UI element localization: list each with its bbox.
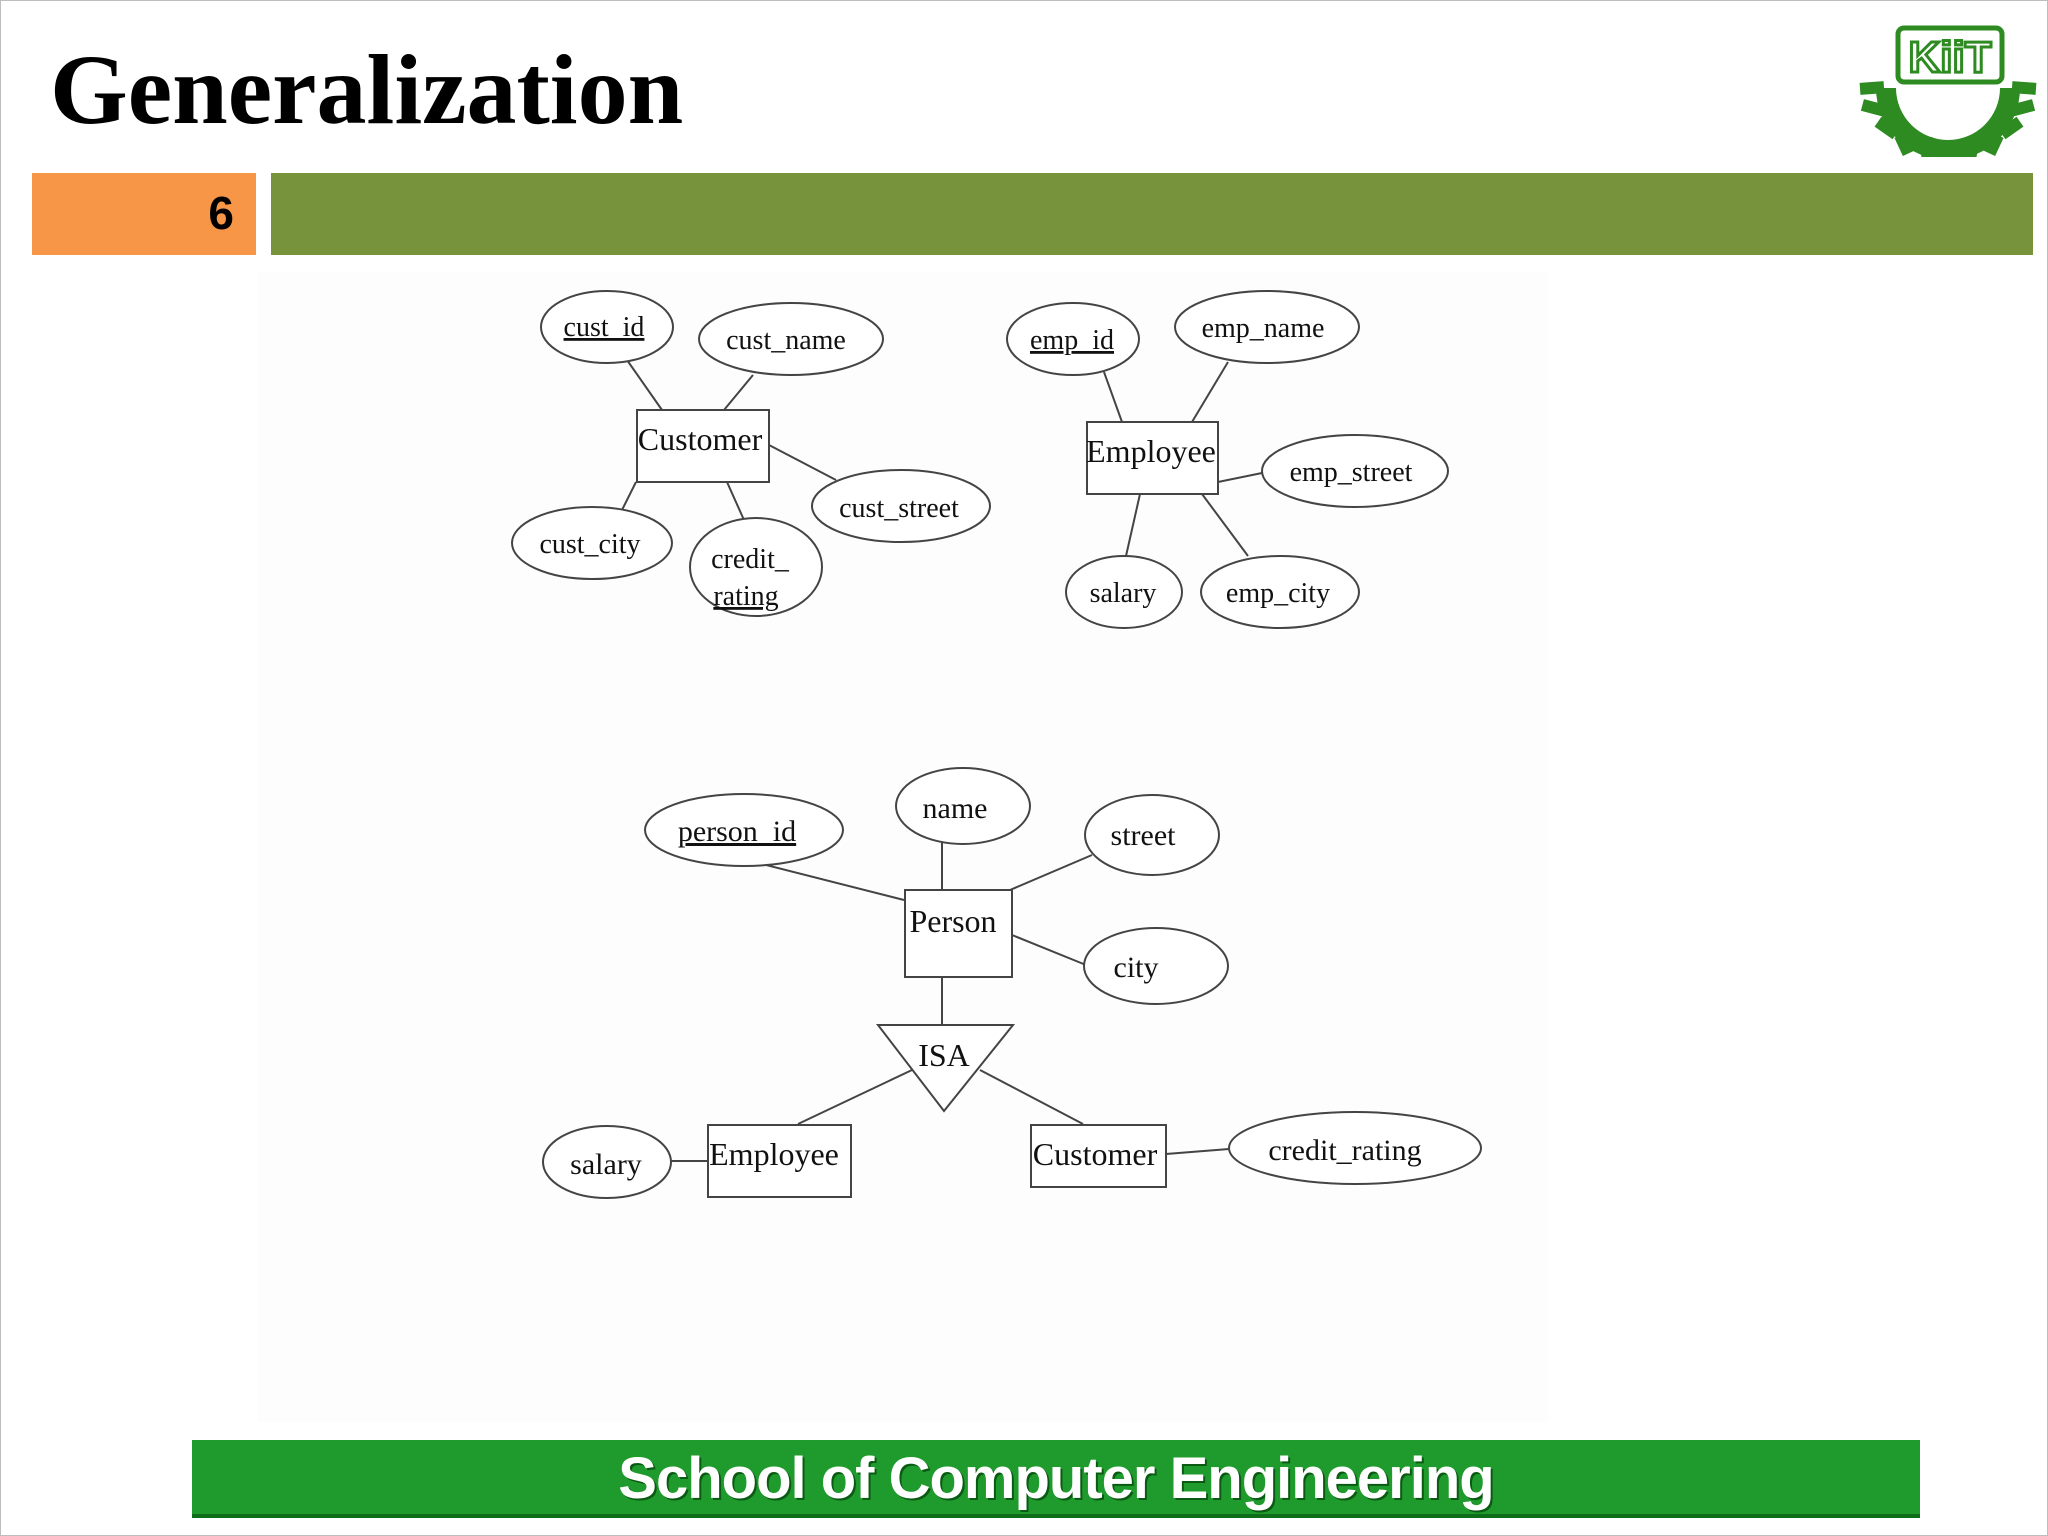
label-emp-street: emp_street bbox=[1290, 457, 1413, 488]
label-emp-id: emp_id bbox=[1030, 325, 1114, 356]
entity-employee-2 bbox=[707, 1124, 852, 1198]
logo-text: KiiT bbox=[1908, 33, 1991, 82]
label-customer-2: Customer bbox=[1033, 1136, 1158, 1172]
label-credit-line1: credit_ bbox=[711, 544, 790, 575]
slide-number: 6 bbox=[208, 187, 234, 239]
label-person-id: person_id bbox=[678, 815, 796, 848]
attr-emp-street bbox=[1261, 434, 1449, 508]
label-employee-2: Employee bbox=[709, 1136, 839, 1172]
attr-emp-city bbox=[1200, 555, 1360, 629]
entity-customer bbox=[636, 409, 770, 483]
label-salary-1: salary bbox=[1090, 578, 1157, 609]
label-credit-line2: rating bbox=[713, 581, 778, 612]
label-isa: ISA bbox=[918, 1037, 970, 1073]
attr-salary-2 bbox=[542, 1125, 672, 1199]
footer-banner: School of Computer Engineering bbox=[192, 1440, 1920, 1518]
label-emp-city: emp_city bbox=[1226, 578, 1330, 609]
attr-person-id bbox=[644, 793, 844, 867]
label-cust-street: cust_street bbox=[839, 493, 959, 524]
label-cust-city: cust_city bbox=[539, 529, 640, 560]
label-person: Person bbox=[909, 903, 996, 939]
label-emp-name: emp_name bbox=[1202, 313, 1325, 344]
slide-title: Generalization bbox=[50, 34, 684, 145]
attr-cust-street bbox=[811, 469, 991, 543]
label-customer: Customer bbox=[638, 421, 763, 457]
label-employee-1: Employee bbox=[1086, 433, 1216, 469]
footer-text: School of Computer Engineering bbox=[618, 1446, 1494, 1511]
entity-employee-1 bbox=[1086, 421, 1219, 495]
label-city: city bbox=[1114, 951, 1159, 984]
attr-salary-1 bbox=[1065, 555, 1183, 629]
attr-credit-rating bbox=[689, 517, 823, 617]
attr-name bbox=[895, 767, 1031, 845]
label-salary-2: salary bbox=[570, 1148, 642, 1181]
attr-cust-city bbox=[511, 506, 673, 580]
attr-emp-id bbox=[1006, 302, 1140, 376]
isa-triangle bbox=[875, 1024, 1016, 1113]
attr-credit-rating-2 bbox=[1228, 1111, 1482, 1185]
label-credit-rating-2: credit_rating bbox=[1268, 1134, 1421, 1167]
attr-street bbox=[1084, 794, 1220, 876]
entity-customer-2 bbox=[1030, 1124, 1167, 1188]
kiit-logo: KiiT bbox=[1859, 25, 2037, 157]
attr-emp-name bbox=[1174, 290, 1360, 364]
label-cust-id: cust_id bbox=[564, 312, 645, 343]
label-name: name bbox=[923, 792, 988, 825]
slide-number-bar: 6 bbox=[32, 173, 256, 255]
attr-cust-id bbox=[540, 290, 674, 364]
header-accent-bar bbox=[271, 173, 2033, 255]
attr-cust-name bbox=[698, 302, 884, 376]
label-street: street bbox=[1111, 819, 1177, 852]
label-cust-name: cust_name bbox=[726, 325, 846, 356]
entity-person bbox=[904, 889, 1013, 978]
attr-city bbox=[1083, 927, 1229, 1005]
